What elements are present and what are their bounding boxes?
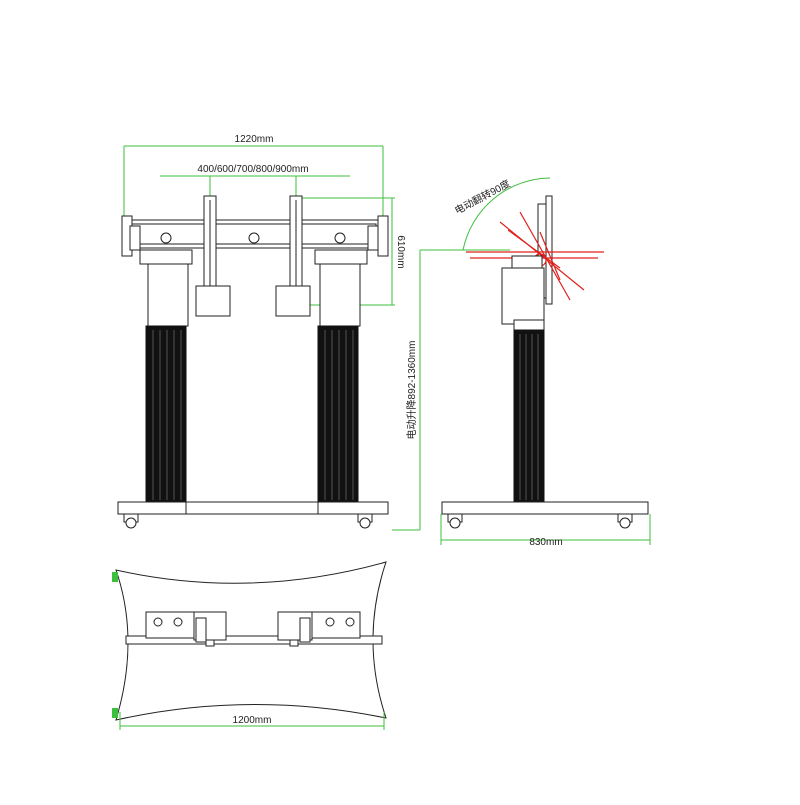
vesa-label: 400/600/700/800/900mm	[197, 164, 308, 175]
mounting-bracket	[121, 215, 389, 257]
tilt-label: 电动翻转90度	[452, 177, 512, 217]
side-column	[513, 329, 545, 505]
side-bracket	[501, 255, 545, 331]
side-base	[441, 501, 649, 529]
width-1220-dimension: 1220mm	[123, 134, 384, 232]
front-view: 1220mm 400/600/700/800/900mm 610mm	[117, 134, 406, 529]
width-1200-dimension: 1200mm	[119, 712, 385, 730]
top-view: 1200mm	[112, 561, 387, 730]
column-heads	[139, 249, 368, 327]
vesa-dimension: 400/600/700/800/900mm	[160, 164, 350, 196]
front-base	[117, 501, 389, 529]
lift-range-label: 电动升降892-1360mm	[405, 341, 418, 440]
lift-range-dimension: 电动升降892-1360mm	[392, 249, 510, 531]
height-610-dimension: 610mm	[300, 197, 406, 306]
side-view: 电动升降892-1360mm 电动翻转90度	[392, 177, 651, 548]
height-610-label: 610mm	[395, 235, 406, 268]
width-1200-label: 1200mm	[233, 715, 272, 726]
lift-columns	[145, 325, 359, 505]
top-column-plates	[145, 611, 361, 647]
vesa-rails	[195, 195, 311, 317]
depth-830-label: 830mm	[529, 537, 562, 548]
depth-830-dimension: 830mm	[440, 514, 651, 548]
width-1220-label: 1220mm	[235, 134, 274, 145]
